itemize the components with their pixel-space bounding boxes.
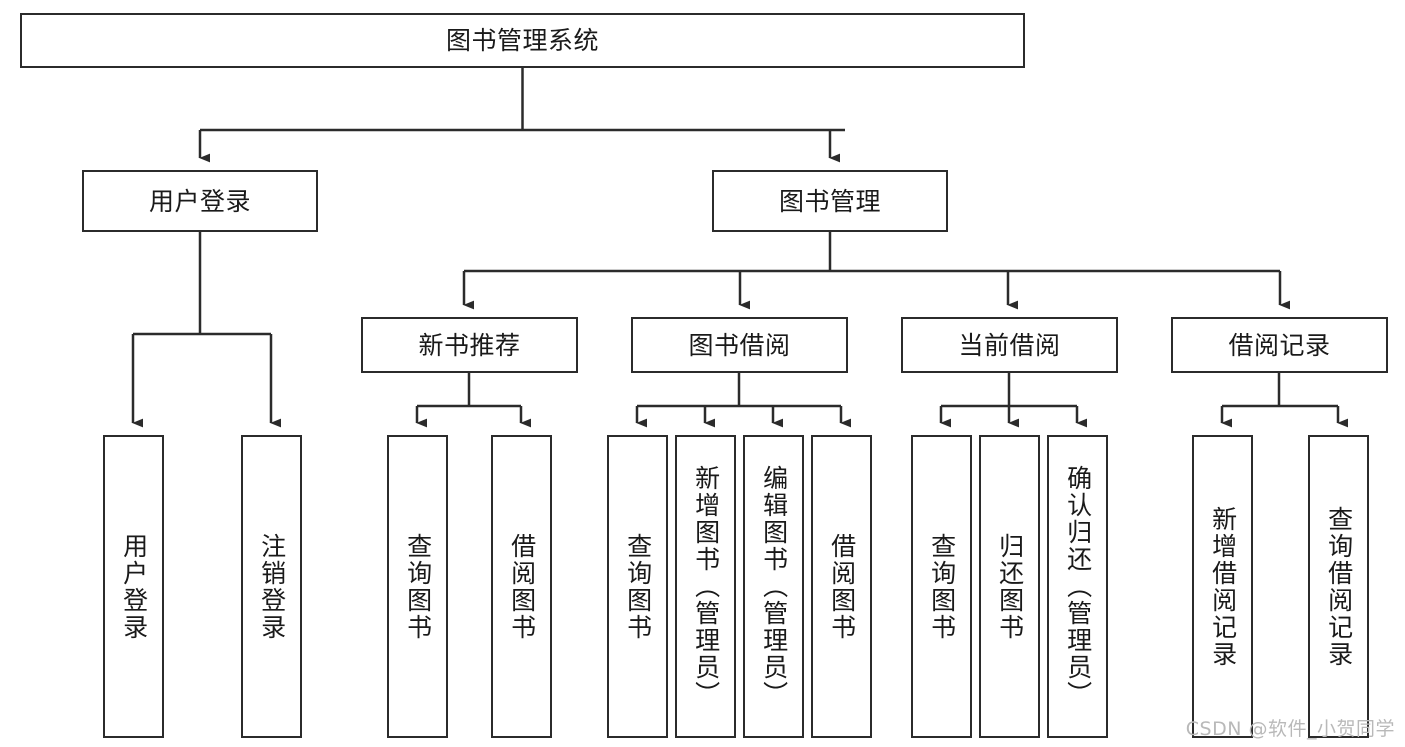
node-new-book-recommend[interactable]: 新书推荐 bbox=[361, 317, 578, 373]
node-book-borrow-label: 图书借阅 bbox=[688, 330, 791, 360]
node-current-borrow-label: 当前借阅 bbox=[958, 330, 1061, 360]
leaf-borrow-borrow-book[interactable]: 借阅图书 bbox=[811, 435, 872, 738]
leaf-borrow-edit-book-label: 编辑图书（管理员） bbox=[759, 465, 789, 708]
node-root-system[interactable]: 图书管理系统 bbox=[20, 13, 1025, 68]
node-current-borrow[interactable]: 当前借阅 bbox=[901, 317, 1118, 373]
node-borrow-record-label: 借阅记录 bbox=[1228, 330, 1331, 360]
leaf-new-book-query-label: 查询图书 bbox=[403, 532, 433, 641]
leaf-borrow-edit-book[interactable]: 编辑图书（管理员） bbox=[743, 435, 804, 738]
csdn-watermark: CSDN @软件_小贺同学 bbox=[1185, 718, 1395, 740]
node-user-login[interactable]: 用户登录 bbox=[82, 170, 318, 232]
leaf-new-book-borrow-label: 借阅图书 bbox=[507, 532, 537, 641]
leaf-user-login-signout-label: 注销登录 bbox=[257, 532, 287, 641]
leaf-record-query[interactable]: 查询借阅记录 bbox=[1308, 435, 1369, 738]
leaf-current-query-book[interactable]: 查询图书 bbox=[911, 435, 972, 738]
node-book-borrow[interactable]: 图书借阅 bbox=[631, 317, 848, 373]
node-user-login-label: 用户登录 bbox=[148, 186, 251, 216]
node-root-system-label: 图书管理系统 bbox=[445, 26, 599, 55]
leaf-current-query-book-label: 查询图书 bbox=[927, 532, 957, 641]
leaf-user-login-signout[interactable]: 注销登录 bbox=[241, 435, 302, 738]
leaf-record-add[interactable]: 新增借阅记录 bbox=[1192, 435, 1253, 738]
leaf-user-login-signin[interactable]: 用户登录 bbox=[103, 435, 164, 738]
node-new-book-recommend-label: 新书推荐 bbox=[418, 330, 521, 360]
leaf-current-return-book-label: 归还图书 bbox=[995, 532, 1025, 641]
leaf-record-query-label: 查询借阅记录 bbox=[1324, 505, 1354, 668]
leaf-current-confirm-return[interactable]: 确认归还（管理员） bbox=[1047, 435, 1108, 738]
leaf-current-confirm-return-label: 确认归还（管理员） bbox=[1063, 465, 1093, 708]
leaf-user-login-signin-label: 用户登录 bbox=[119, 532, 149, 641]
leaf-borrow-borrow-book-label: 借阅图书 bbox=[827, 532, 857, 641]
leaf-borrow-add-book[interactable]: 新增图书（管理员） bbox=[675, 435, 736, 738]
leaf-record-add-label: 新增借阅记录 bbox=[1208, 505, 1238, 668]
leaf-new-book-query[interactable]: 查询图书 bbox=[387, 435, 448, 738]
leaf-borrow-add-book-label: 新增图书（管理员） bbox=[691, 465, 721, 708]
node-borrow-record[interactable]: 借阅记录 bbox=[1171, 317, 1388, 373]
node-book-management[interactable]: 图书管理 bbox=[712, 170, 948, 232]
leaf-borrow-query-book-label: 查询图书 bbox=[623, 532, 653, 641]
node-book-management-label: 图书管理 bbox=[778, 186, 881, 216]
leaf-new-book-borrow[interactable]: 借阅图书 bbox=[491, 435, 552, 738]
leaf-current-return-book[interactable]: 归还图书 bbox=[979, 435, 1040, 738]
leaf-borrow-query-book[interactable]: 查询图书 bbox=[607, 435, 668, 738]
